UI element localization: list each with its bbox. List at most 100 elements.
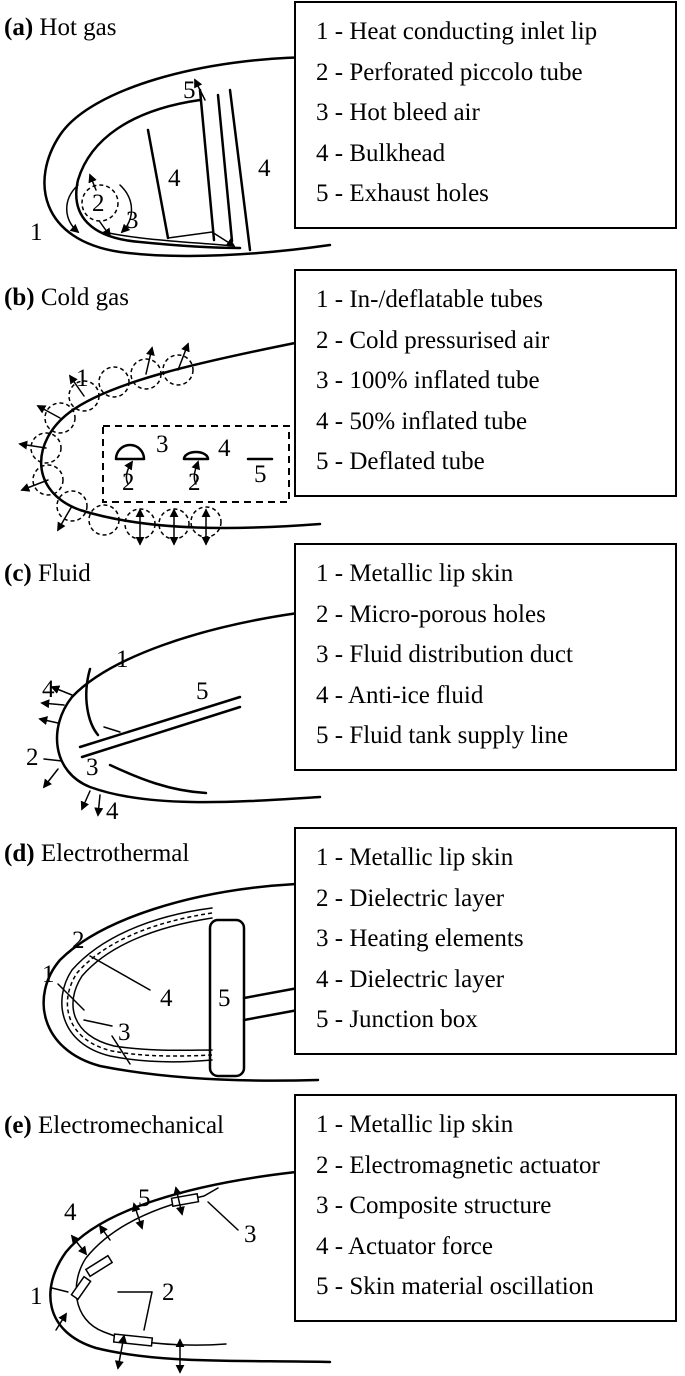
- leader-2: [89, 955, 151, 991]
- legend-item: 5 - Deflated tube: [316, 448, 485, 475]
- label-4-top: 4: [42, 676, 55, 703]
- dielectric-layer-outer: [61, 907, 213, 1063]
- legend-electromechanical: 1 - Metallic lip skin 2 - Electromagneti…: [294, 1094, 677, 1322]
- legend-item: 1 - Metallic lip skin: [316, 1111, 514, 1138]
- panel-electromechanical: (e) Electromechanical 4 5 3 1 2 1: [0, 1092, 685, 1376]
- inflatable-tubes: [30, 354, 222, 540]
- dielectric-layer-inner: [72, 917, 213, 1052]
- legend-item: 4 - Anti-ice fluid: [316, 681, 484, 709]
- legend-item: 3 - Fluid distribution duct: [316, 641, 573, 668]
- label-5: 5: [254, 461, 267, 488]
- panel-title-hot-gas: (a) Hot gas: [4, 14, 116, 42]
- legend-item: 1 - Metallic lip skin: [316, 844, 514, 871]
- bulkhead-2: [216, 93, 234, 243]
- legend-item: 3 - Heating elements: [316, 925, 524, 952]
- tube-states-inset: [102, 425, 290, 503]
- inner-lip-outline: [75, 98, 242, 250]
- legend-item: 5 - Fluid tank supply line: [316, 722, 569, 749]
- nacelle-lip-outline: [43, 55, 332, 258]
- label-3: 3: [244, 1221, 257, 1248]
- legend-electrothermal: 1 - Metallic lip skin 2 - Dielectric lay…: [294, 827, 677, 1055]
- legend-item: 2 - Perforated piccolo tube: [316, 58, 583, 86]
- label-3: 3: [126, 207, 139, 234]
- legend-item: 2 - Dielectric layer: [316, 884, 505, 912]
- label-5: 5: [138, 1185, 151, 1212]
- label-4-rear: 4: [258, 155, 271, 182]
- leader-1: [103, 726, 121, 733]
- hot-air-arrow-down: [99, 221, 112, 238]
- label-1: 1: [42, 961, 55, 988]
- panel-electrothermal: (d) Electrothermal 2 1 4 3 5 1 - Metalli…: [0, 827, 685, 1092]
- panel-title-text: Electrothermal: [40, 840, 190, 867]
- exhaust-arrow: [194, 78, 206, 101]
- panel-cold-gas: (b) Cold gas: [0, 262, 685, 547]
- electromechanical-diagram: 4 5 3 1 2: [30, 1170, 332, 1374]
- label-2: 2: [92, 190, 105, 217]
- leader-2b: [143, 1291, 153, 1331]
- label-4-bulkhead: 4: [168, 165, 181, 192]
- air-arrow: [124, 460, 133, 485]
- nacelle-lip-outline: [55, 611, 322, 804]
- outer-skin: [49, 1170, 332, 1364]
- legend-item: 3 - Hot bleed air: [316, 99, 480, 126]
- legend-item: 5 - Junction box: [316, 1006, 478, 1033]
- lower-wall: [108, 763, 208, 795]
- actuator-force-arrows: [55, 1186, 185, 1374]
- heating-elements: [66, 912, 213, 1057]
- label-3: 3: [86, 754, 99, 781]
- label-3: 3: [156, 431, 169, 458]
- legend-item: 4 - Actuator force: [316, 1232, 494, 1260]
- outer-skin: [42, 882, 320, 1082]
- legend-item: 1 - Metallic lip skin: [316, 560, 514, 587]
- supply-line-lower: [80, 705, 242, 759]
- leader-1: [57, 983, 85, 1011]
- leader-3: [207, 1201, 239, 1231]
- legend-item: 2 - Electromagnetic actuator: [316, 1151, 600, 1179]
- bleed-air-flow-arrow: [167, 231, 236, 247]
- panel-title-electrothermal: (d) Electrothermal: [4, 840, 189, 868]
- label-4: 4: [64, 1199, 77, 1226]
- label-5: 5: [218, 985, 231, 1012]
- junction-cable-upper: [242, 986, 300, 1000]
- legend-item: 4 - Dielectric layer: [316, 965, 505, 993]
- anti-ice-fluid-arrows: [38, 685, 104, 817]
- panel-title-fluid: (c) Fluid: [4, 560, 91, 588]
- label-4: 4: [218, 435, 231, 462]
- legend-item: 5 - Exhaust holes: [316, 180, 489, 207]
- supply-line-upper: [78, 695, 242, 749]
- legend-item: 4 - Bulkhead: [316, 139, 446, 167]
- panel-tag: (b): [4, 284, 35, 311]
- panel-fluid: (c) Fluid 1 5 4 2 3 4 1 - Metallic lip s…: [0, 543, 685, 830]
- label-2: 2: [26, 744, 39, 771]
- leader-1: [51, 1287, 69, 1293]
- panel-tag: (d): [4, 840, 35, 867]
- rear-wall: [228, 88, 252, 252]
- actuators: [70, 1192, 200, 1347]
- panel-title-cold-gas: (b) Cold gas: [4, 284, 129, 312]
- label-2: 2: [72, 927, 85, 954]
- panel-title-text: Cold gas: [40, 284, 130, 311]
- legend-item: 2 - Cold pressurised air: [316, 326, 550, 354]
- label-1: 1: [30, 1283, 43, 1310]
- exhaust-wall: [198, 88, 216, 242]
- label-1: 1: [116, 646, 129, 673]
- label-1: 1: [30, 219, 43, 246]
- legend-fluid: 1 - Metallic lip skin 2 - Micro-porous h…: [294, 543, 677, 771]
- legend-item: 1 - Heat conducting inlet lip: [316, 18, 598, 45]
- label-1: 1: [76, 365, 89, 392]
- panel-title-electromechanical: (e) Electromechanical: [4, 1112, 224, 1140]
- panel-title-text: Electromechanical: [38, 1112, 224, 1139]
- leader-2: [43, 758, 63, 762]
- label-5: 5: [196, 678, 209, 705]
- legend-cold-gas: 1 - In-/deflatable tubes 2 - Cold pressu…: [294, 269, 677, 497]
- legend-item: 3 - Composite structure: [316, 1192, 552, 1219]
- legend-item: 4 - 50% inflated tube: [316, 407, 528, 435]
- hot-air-arrow-right: [119, 184, 133, 234]
- leader-3a: [83, 1019, 113, 1027]
- panel-title-text: Hot gas: [39, 14, 117, 41]
- label-2: 2: [122, 469, 135, 496]
- label-2: 2: [188, 469, 201, 496]
- inflated-tube: [114, 443, 146, 461]
- label-4-bottom: 4: [106, 798, 119, 825]
- lip-flow: [103, 231, 235, 247]
